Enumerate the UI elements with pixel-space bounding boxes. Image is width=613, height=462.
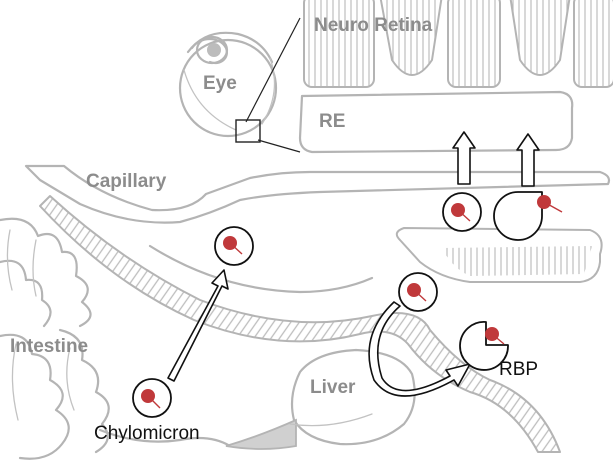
vessel-sketch [39,195,561,453]
re-label: RE [319,111,346,132]
chylomicron-particle-capillary [442,192,482,232]
liver-label: Liver [310,377,356,398]
re-layer-sketch [298,90,574,154]
rbp-particle-capillary [493,191,563,241]
eye-sketch [178,17,301,153]
chylomicron-particle-intestine [132,378,172,418]
re-uptake-arrow-2 [516,133,540,187]
chylomicron-label: Chylomicron [94,423,200,444]
chylomicron-transport-arrow [167,269,229,382]
intestine-sketch [0,217,232,460]
chylomicron-particle-liver [398,272,438,312]
re-uptake-arrow-1 [452,131,476,185]
hepatic-vessel-sketch [395,227,603,283]
neuro-retina-label: Neuro Retina [314,15,433,36]
neuro-retina-sketch [303,0,613,88]
eye-label: Eye [203,73,237,94]
capillary-sketch [24,164,611,224]
intestine-label: Intestine [10,336,89,357]
liver-release-arrow [368,301,471,397]
rbp-particle-liver [459,321,509,371]
chylomicron-particle-vessel [214,226,254,266]
rbp-label: RBP [499,359,539,380]
liver-sketch [225,348,416,450]
capillary-label: Capillary [86,171,167,192]
